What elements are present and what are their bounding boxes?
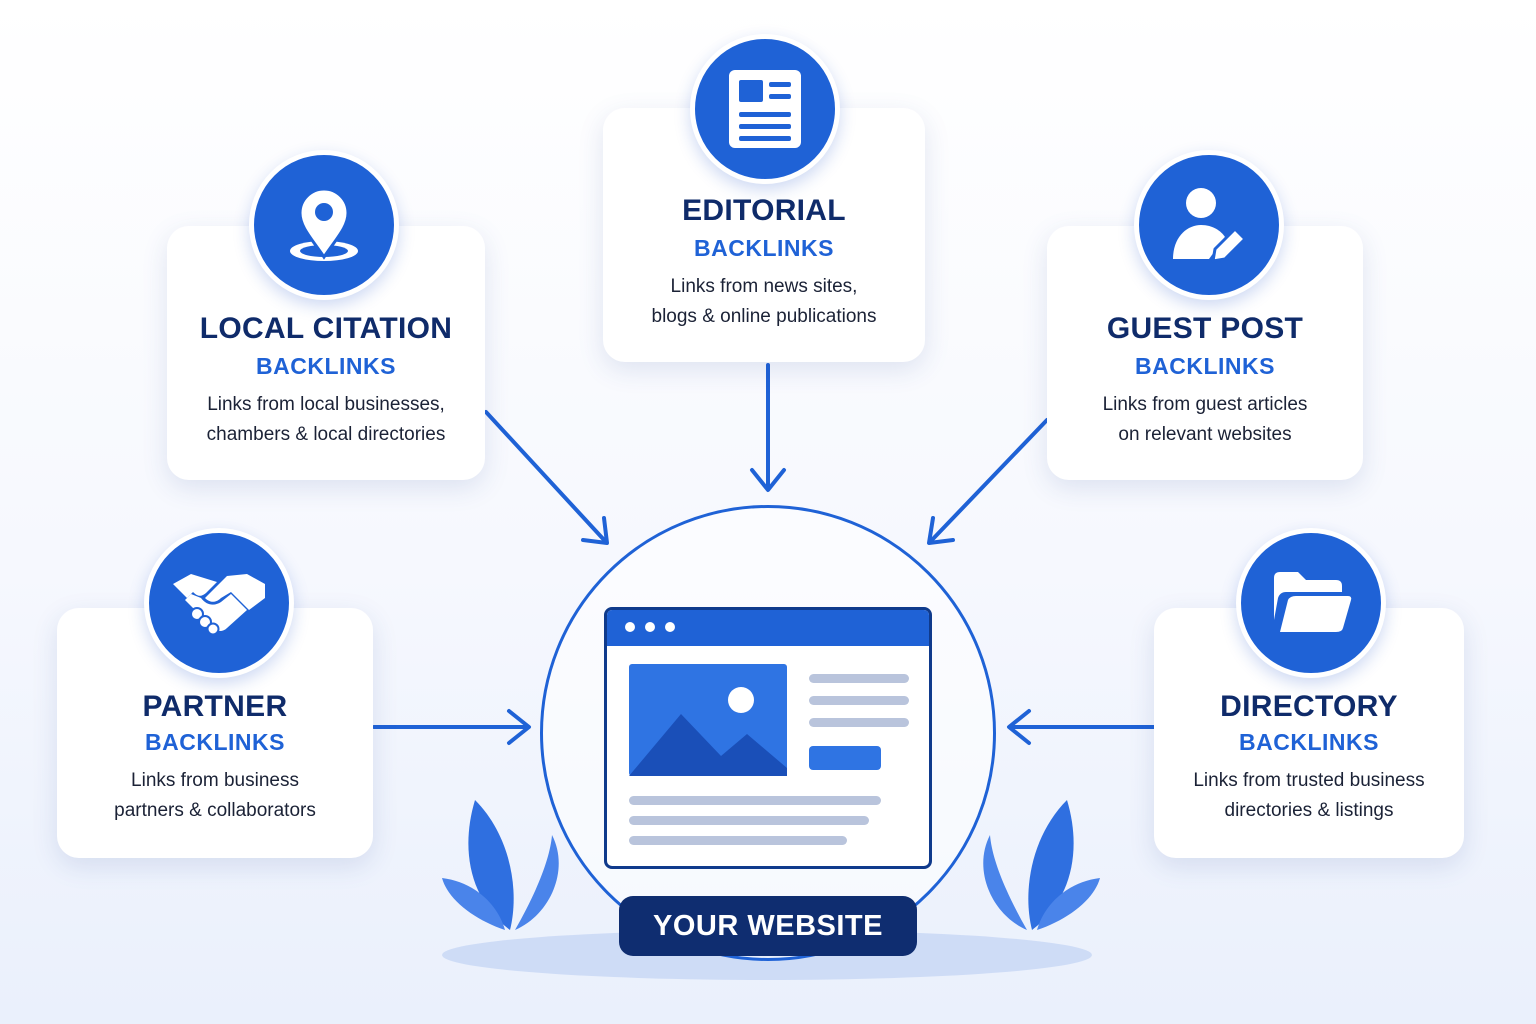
text-line [629,796,881,805]
desc-line: Links from news sites, [670,276,858,297]
desc-line: Links from trusted business [1193,770,1425,791]
card-description: Links from local businesses, chambers & … [167,390,485,450]
window-dot [645,622,655,632]
card-title: PARTNER [142,690,288,723]
card-title: GUEST POST [1106,312,1304,345]
card-subtitle: BACKLINKS [1239,729,1379,755]
card-subtitle: BACKLINKS [1135,353,1275,379]
card-title: EDITORIAL [682,194,846,227]
card-description: Links from guest articles on relevant we… [1047,390,1363,450]
desc-line: Links from guest articles [1102,394,1308,415]
text-line [629,816,869,825]
folder-icon [1236,528,1386,678]
desc-line: Links from local businesses, [207,394,445,415]
text-line [809,674,909,683]
card-title: DIRECTORY [1220,690,1398,723]
user-edit-icon [1134,150,1284,300]
desc-line: Links from business [131,770,299,791]
card-description: Links from trusted business directories … [1154,766,1464,826]
map-pin-icon [249,150,399,300]
text-line [809,718,909,727]
handshake-icon [144,528,294,678]
card-title: LOCAL CITATION [199,312,453,345]
window-dot [665,622,675,632]
text-line [809,696,909,705]
newspaper-icon [690,34,840,184]
browser-title-bar [607,610,929,646]
your-website-label: YOUR WEBSITE [619,896,917,956]
card-subtitle: BACKLINKS [256,353,396,379]
leaves-right-icon [983,800,1100,930]
card-editorial: EDITORIAL BACKLINKS Links from news site… [603,108,925,362]
arrow-local-citation [484,410,608,544]
text-line [629,836,847,845]
desc-line: on relevant websites [1118,424,1292,445]
desc-line: chambers & local directories [206,424,446,445]
browser-window-icon [604,607,932,869]
leaves-left-icon [442,800,559,930]
image-placeholder-icon [629,664,787,776]
desc-line: directories & listings [1224,800,1394,821]
window-dot [625,622,635,632]
desc-line: blogs & online publications [651,306,877,327]
button-shape [809,746,881,770]
card-description: Links from business partners & collabora… [57,766,373,826]
card-subtitle: BACKLINKS [145,729,285,755]
desc-line: partners & collaborators [114,800,316,821]
card-subtitle: BACKLINKS [694,235,834,261]
card-description: Links from news sites, blogs & online pu… [603,272,925,332]
arrow-guest-post [928,418,1049,544]
